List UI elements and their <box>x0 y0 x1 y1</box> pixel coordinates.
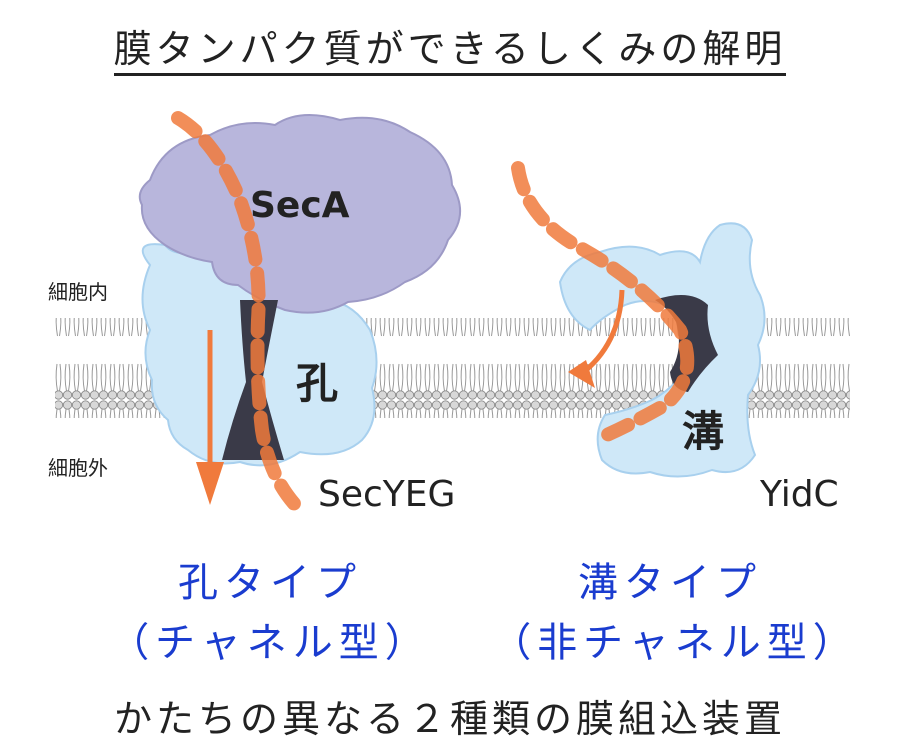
groove-peptide-path <box>511 161 695 445</box>
pore-peptide-path <box>171 111 307 517</box>
label-pore: 孔 <box>296 359 339 408</box>
label-yidc: YidC <box>760 474 839 515</box>
groove-type-sub: （非チャネル型） <box>491 620 859 666</box>
label-seca: SecA <box>250 185 350 226</box>
label-outside: 細胞外 <box>48 456 108 480</box>
label-groove: 溝 <box>682 407 725 456</box>
caption: かたちの異なる２種類の膜組込装置 <box>113 697 786 741</box>
label-secyeg: SecYEG <box>318 474 456 515</box>
pore-type-sub: （チャネル型） <box>109 620 431 666</box>
groove-type-label: 溝タイプ <box>578 560 762 606</box>
label-inside: 細胞内 <box>48 280 108 304</box>
page-title: 膜タンパク質ができるしくみの解明 <box>0 18 900 76</box>
pore-type-label: 孔タイプ <box>178 560 362 606</box>
